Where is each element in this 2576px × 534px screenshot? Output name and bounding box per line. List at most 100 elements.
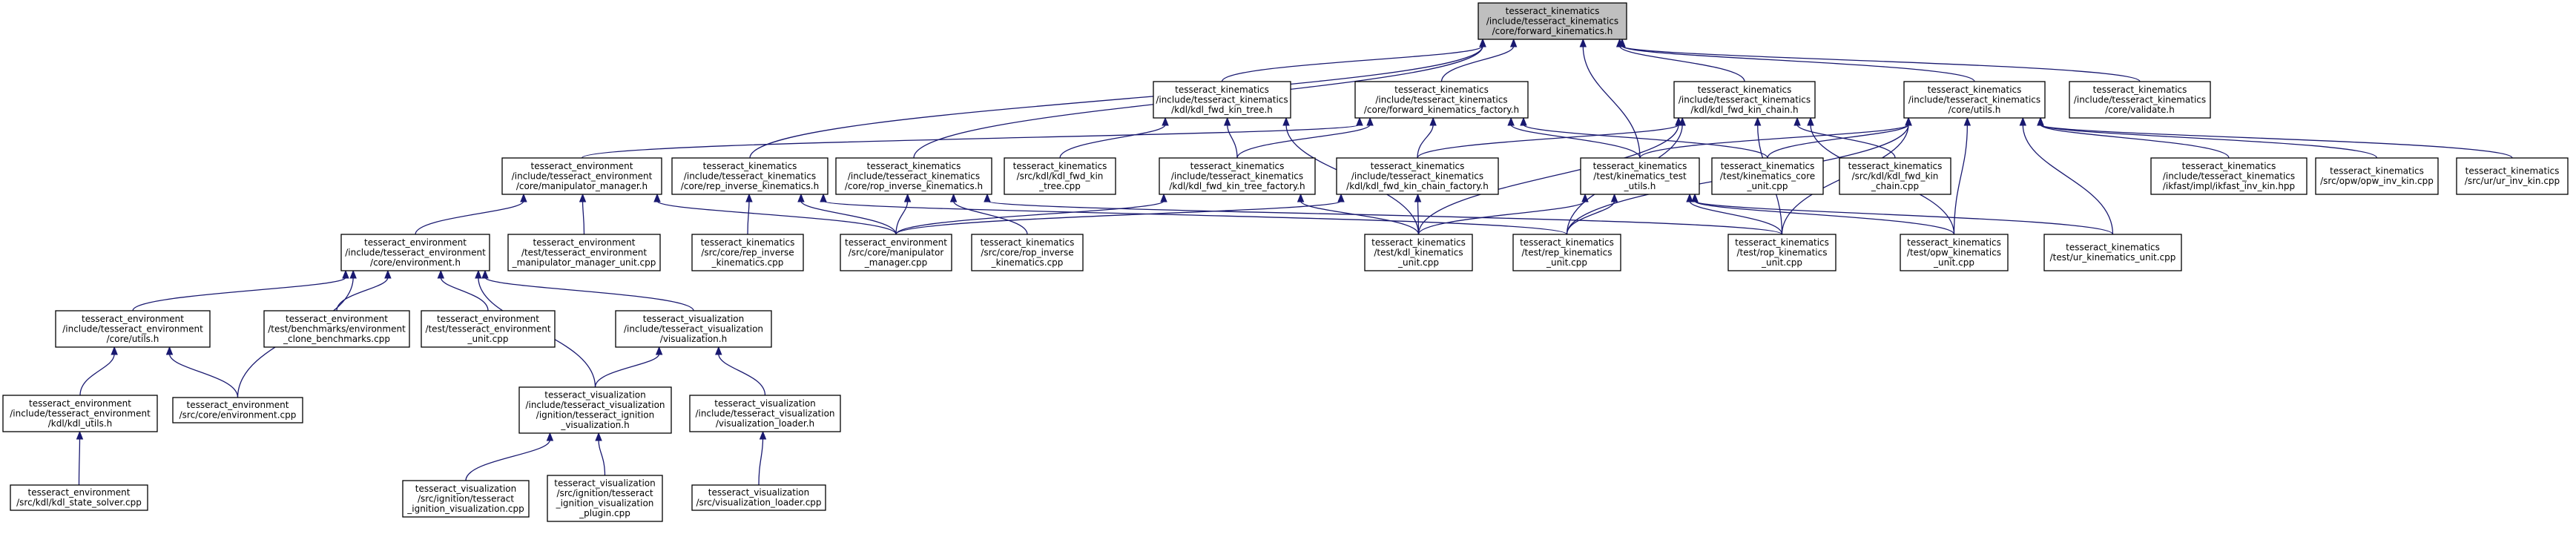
node-box[interactable] xyxy=(1903,81,2046,119)
node-mm_cpp[interactable]: tesseract_environment/src/core/manipulat… xyxy=(840,234,952,271)
node-box[interactable] xyxy=(1900,234,2009,271)
node-env_unit[interactable]: tesseract_environment/test/tesseract_env… xyxy=(421,310,556,348)
edge-opw_kin_unit-to-kin_test_utils_h xyxy=(1694,200,1955,235)
node-box[interactable] xyxy=(1336,157,1499,195)
node-box[interactable] xyxy=(518,386,672,434)
edge-ign_vis_h-to-vis_h xyxy=(594,353,660,388)
node-rep_kin_unit[interactable]: tesseract_kinematics/test/rep_kinematics… xyxy=(1512,234,1621,271)
node-box[interactable] xyxy=(2,395,158,432)
edge-manip_mgr_h-to-fk_factory_h xyxy=(581,124,1360,159)
node-rop_ik_h[interactable]: tesseract_kinematics/include/tesseract_k… xyxy=(835,157,992,195)
node-box[interactable] xyxy=(1004,157,1116,195)
node-box[interactable] xyxy=(2069,81,2211,119)
node-kdl_tree_cpp[interactable]: tesseract_kinematics/src/kdl/kdl_fwd_kin… xyxy=(1004,157,1116,195)
node-box[interactable] xyxy=(501,157,662,195)
arrowhead-mm_cpp-to-manip_mgr_h xyxy=(653,193,661,202)
edge-env_clone_bench-to-env_h xyxy=(336,277,389,312)
node-kdl_utils_h[interactable]: tesseract_environment/include/tesseract_… xyxy=(2,395,158,432)
edge-ikfast_hpp-to-core_utils_h xyxy=(2040,124,2230,159)
node-label-line: /kdl/kdl_utils.h xyxy=(48,418,113,429)
node-kdl_state_solver[interactable]: tesseract_environment/src/kdl/kdl_state_… xyxy=(10,484,148,511)
node-kdl_chain_h[interactable]: tesseract_kinematics/include/tesseract_k… xyxy=(1673,81,1816,119)
node-box[interactable] xyxy=(691,234,804,271)
node-box[interactable] xyxy=(2043,234,2182,271)
node-fk[interactable]: tesseract_kinematics/include/tesseract_k… xyxy=(1478,2,1627,40)
node-label-line: _kinematics.cpp xyxy=(991,257,1064,268)
node-ur_kin_unit[interactable]: tesseract_kinematics/test/ur_kinematics_… xyxy=(2043,234,2182,271)
node-ign_vis_cpp[interactable]: tesseract_visualization/src/ignition/tes… xyxy=(402,480,530,518)
node-ur_cpp[interactable]: tesseract_kinematics/src/ur/ur_inv_kin.c… xyxy=(2456,157,2569,195)
node-manip_mgr_h[interactable]: tesseract_environment/include/tesseract_… xyxy=(501,157,662,195)
node-box[interactable] xyxy=(1159,157,1316,195)
node-env_clone_bench[interactable]: tesseract_environment/test/benchmarks/en… xyxy=(263,310,410,348)
node-label-line: /include/tesseract_environment xyxy=(62,323,203,334)
node-box[interactable] xyxy=(971,234,1084,271)
node-env_utils_h[interactable]: tesseract_environment/include/tesseract_… xyxy=(55,310,211,348)
arrowhead-kdl_kin_unit-to-kdl_tree_h xyxy=(1282,116,1290,126)
node-rep_ik_cpp[interactable]: tesseract_kinematics/src/core/rep_invers… xyxy=(691,234,804,271)
node-env_h[interactable]: tesseract_environment/include/tesseract_… xyxy=(340,234,490,271)
node-box[interactable] xyxy=(402,480,530,518)
node-box[interactable] xyxy=(1364,234,1473,271)
node-box[interactable] xyxy=(263,310,410,348)
node-box[interactable] xyxy=(1727,234,1837,271)
node-box[interactable] xyxy=(671,157,829,195)
node-kin_test_utils_h[interactable]: tesseract_kinematics/test/kinematics_tes… xyxy=(1580,157,1700,195)
node-opw_cpp[interactable]: tesseract_kinematics/src/opw/opw_inv_kin… xyxy=(2315,157,2439,195)
node-box[interactable] xyxy=(10,484,148,511)
node-ign_vis_h[interactable]: tesseract_visualization/include/tesserac… xyxy=(518,386,672,434)
node-ign_plugin_cpp[interactable]: tesseract_visualization/src/ignition/tes… xyxy=(547,475,663,522)
node-mm_unit[interactable]: tesseract_environment/test/tesseract_env… xyxy=(507,234,661,271)
node-box[interactable] xyxy=(172,397,303,423)
node-box[interactable] xyxy=(615,310,772,348)
node-box[interactable] xyxy=(1354,81,1529,119)
node-box[interactable] xyxy=(1153,81,1291,119)
node-box[interactable] xyxy=(507,234,661,271)
node-ikfast_hpp[interactable]: tesseract_kinematics/include/tesseract_k… xyxy=(2150,157,2307,195)
node-box[interactable] xyxy=(2315,157,2439,195)
node-box[interactable] xyxy=(1512,234,1621,271)
node-label-line: tesseract_kinematics xyxy=(1394,85,1489,95)
node-label-line: _ignition_visualization xyxy=(556,498,654,509)
node-vis_loader_cpp[interactable]: tesseract_visualization/src/visualizatio… xyxy=(691,484,826,511)
node-box[interactable] xyxy=(1839,157,1951,195)
node-fk_factory_h[interactable]: tesseract_kinematics/include/tesseract_k… xyxy=(1354,81,1529,119)
node-kdl_chain_cpp[interactable]: tesseract_kinematics/src/kdl/kdl_fwd_kin… xyxy=(1839,157,1951,195)
node-env_cpp[interactable]: tesseract_environment/src/core/environme… xyxy=(172,397,303,423)
node-rop_ik_cpp[interactable]: tesseract_kinematics/src/core/rop_invers… xyxy=(971,234,1084,271)
node-kdl_tree_h[interactable]: tesseract_kinematics/include/tesseract_k… xyxy=(1153,81,1291,119)
node-box[interactable] xyxy=(840,234,952,271)
node-label-line: /test/kinematics_core xyxy=(1720,171,1815,181)
node-opw_kin_unit[interactable]: tesseract_kinematics/test/opw_kinematics… xyxy=(1900,234,2009,271)
node-core_utils_h[interactable]: tesseract_kinematics/include/tesseract_k… xyxy=(1903,81,2046,119)
node-box[interactable] xyxy=(1711,157,1824,195)
node-label-line: _unit.cpp xyxy=(1397,257,1439,268)
node-rep_ik_h[interactable]: tesseract_kinematics/include/tesseract_k… xyxy=(671,157,829,195)
node-box[interactable] xyxy=(1478,2,1627,40)
arrowhead-kin_test_utils_h-to-fk_factory_h xyxy=(1507,116,1515,126)
node-box[interactable] xyxy=(689,395,841,432)
node-box[interactable] xyxy=(547,475,663,522)
edge-ur_kin_unit-to-kin_test_utils_h xyxy=(1694,200,2114,235)
node-validate_h[interactable]: tesseract_kinematics/include/tesseract_k… xyxy=(2069,81,2211,119)
node-kdl_chain_factory_h[interactable]: tesseract_kinematics/include/tesseract_k… xyxy=(1336,157,1499,195)
node-kdl_tree_factory_h[interactable]: tesseract_kinematics/include/tesseract_k… xyxy=(1159,157,1316,195)
node-label-line: /include/tesseract_kinematics xyxy=(2074,94,2206,105)
node-box[interactable] xyxy=(691,484,826,511)
node-box[interactable] xyxy=(421,310,556,348)
node-label-line: /src/core/rep_inverse xyxy=(701,247,794,257)
node-kdl_kin_unit[interactable]: tesseract_kinematics/test/kdl_kinematics… xyxy=(1364,234,1473,271)
node-box[interactable] xyxy=(2150,157,2307,195)
node-vis_loader_h[interactable]: tesseract_visualization/include/tesserac… xyxy=(689,395,841,432)
node-kin_core_unit[interactable]: tesseract_kinematics/test/kinematics_cor… xyxy=(1711,157,1824,195)
node-box[interactable] xyxy=(1580,157,1700,195)
edge-ign_vis_cpp-to-ign_vis_h xyxy=(465,439,551,481)
node-box[interactable] xyxy=(835,157,992,195)
node-vis_h[interactable]: tesseract_visualization/include/tesserac… xyxy=(615,310,772,348)
node-box[interactable] xyxy=(1673,81,1816,119)
node-box[interactable] xyxy=(2456,157,2569,195)
node-box[interactable] xyxy=(340,234,490,271)
arrowhead-kdl_utils_h-to-env_utils_h xyxy=(111,346,118,355)
node-rop_kin_unit[interactable]: tesseract_kinematics/test/rop_kinematics… xyxy=(1727,234,1837,271)
node-box[interactable] xyxy=(55,310,211,348)
